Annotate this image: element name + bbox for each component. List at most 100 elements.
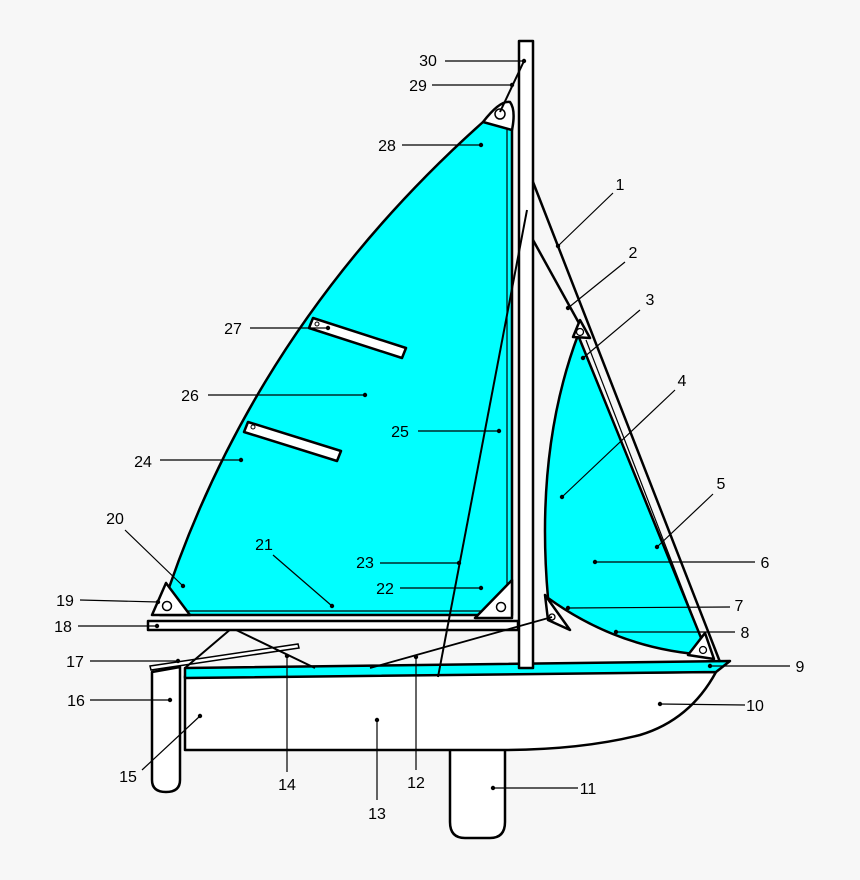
leader-line (557, 192, 614, 247)
leader-dot (362, 392, 368, 398)
leader-dot (413, 654, 419, 660)
label-number: 18 (54, 619, 72, 636)
label-number: 12 (407, 775, 425, 792)
label-number: 29 (409, 78, 427, 95)
leader-line (79, 599, 159, 603)
label-number: 28 (378, 138, 396, 155)
label-number: 3 (646, 292, 655, 309)
leader-dot (592, 559, 598, 565)
leader-dot (374, 717, 380, 723)
label-number: 8 (741, 625, 750, 642)
label-number: 2 (629, 245, 638, 262)
part-label-12: 12 (407, 654, 425, 792)
leader-dot (521, 58, 527, 64)
leader-line (561, 389, 676, 498)
label-number: 5 (717, 476, 726, 493)
label-number: 1 (616, 177, 625, 194)
part-label-16: 16 (67, 693, 173, 710)
part-label-23: 23 (356, 555, 462, 572)
part-label-26: 26 (181, 388, 368, 405)
part-label-24: 24 (134, 454, 244, 471)
leader-dot (478, 142, 484, 148)
leader-dot (707, 663, 713, 669)
part-label-2: 2 (565, 245, 638, 311)
label-number: 10 (746, 698, 764, 715)
leader-dot (555, 243, 561, 249)
label-number: 4 (678, 373, 687, 390)
label-number: 27 (224, 321, 242, 338)
leader-dot (490, 785, 496, 791)
leader-dot (509, 82, 515, 88)
leader-dot (325, 325, 331, 331)
part-label-6: 6 (592, 555, 770, 572)
part-label-25: 25 (391, 424, 502, 441)
label-number: 19 (56, 593, 74, 610)
rudder (150, 665, 182, 794)
part-label-8: 8 (613, 625, 750, 642)
label-number: 9 (796, 659, 805, 676)
label-number: 23 (356, 555, 374, 572)
boom (146, 619, 520, 632)
jib-sheet (369, 616, 553, 669)
leader-dot (496, 428, 502, 434)
part-label-14: 14 (278, 653, 296, 794)
label-number: 16 (67, 693, 85, 710)
tiller (149, 643, 300, 671)
label-number: 6 (761, 555, 770, 572)
label-number: 21 (255, 537, 273, 554)
headboard (481, 100, 515, 132)
mainsail (158, 120, 514, 617)
label-number: 11 (580, 781, 597, 798)
part-label-27: 27 (224, 321, 331, 338)
label-number: 14 (278, 777, 296, 794)
part-label-3: 3 (580, 292, 655, 361)
tack-patch (473, 578, 514, 620)
label-number: 20 (106, 511, 124, 528)
mainsheet-line (437, 209, 528, 678)
jib-clew-patch (543, 593, 572, 632)
part-label-10: 10 (657, 698, 764, 715)
label-number: 24 (134, 454, 152, 471)
leader-dot (657, 701, 663, 707)
jib-tack-patch (686, 631, 716, 661)
leader-dot (654, 544, 660, 550)
leader-dot (329, 603, 335, 609)
part-label-15: 15 (119, 713, 203, 786)
part-label-18: 18 (54, 619, 160, 636)
clew-patch (150, 581, 192, 617)
leader-line (567, 261, 626, 309)
leader-line (656, 493, 714, 548)
part-label-5: 5 (654, 476, 726, 550)
leader-dot (175, 658, 181, 664)
batten-lower (242, 420, 343, 463)
part-label-22: 22 (376, 581, 484, 598)
label-number: 7 (735, 598, 744, 615)
part-labels: 1234567891011121314151617181920212223242… (54, 53, 804, 823)
leader-line (659, 703, 746, 706)
part-label-11: 11 (490, 781, 597, 798)
part-label-29: 29 (409, 78, 515, 95)
leader-dot (478, 585, 484, 591)
leader-dot (154, 623, 160, 629)
part-label-1: 1 (555, 177, 625, 249)
mast (517, 39, 535, 670)
leader-dot (456, 560, 462, 566)
leader-line (141, 715, 201, 771)
part-label-7: 7 (565, 598, 744, 615)
label-number: 26 (181, 388, 199, 405)
part-label-17: 17 (66, 654, 181, 671)
part-label-4: 4 (559, 373, 687, 500)
leader-dot (559, 494, 565, 500)
leader-dot (565, 305, 571, 311)
leader-dot (580, 355, 586, 361)
part-label-13: 13 (368, 717, 386, 823)
leader-dot (613, 629, 619, 635)
batten-upper (307, 316, 408, 360)
leader-dot (167, 697, 173, 703)
part-label-21: 21 (255, 537, 335, 609)
leader-dot (284, 653, 290, 659)
leader-line (567, 606, 731, 609)
centerboard (448, 746, 507, 840)
part-label-20: 20 (106, 511, 186, 589)
leader-dot (238, 457, 244, 463)
